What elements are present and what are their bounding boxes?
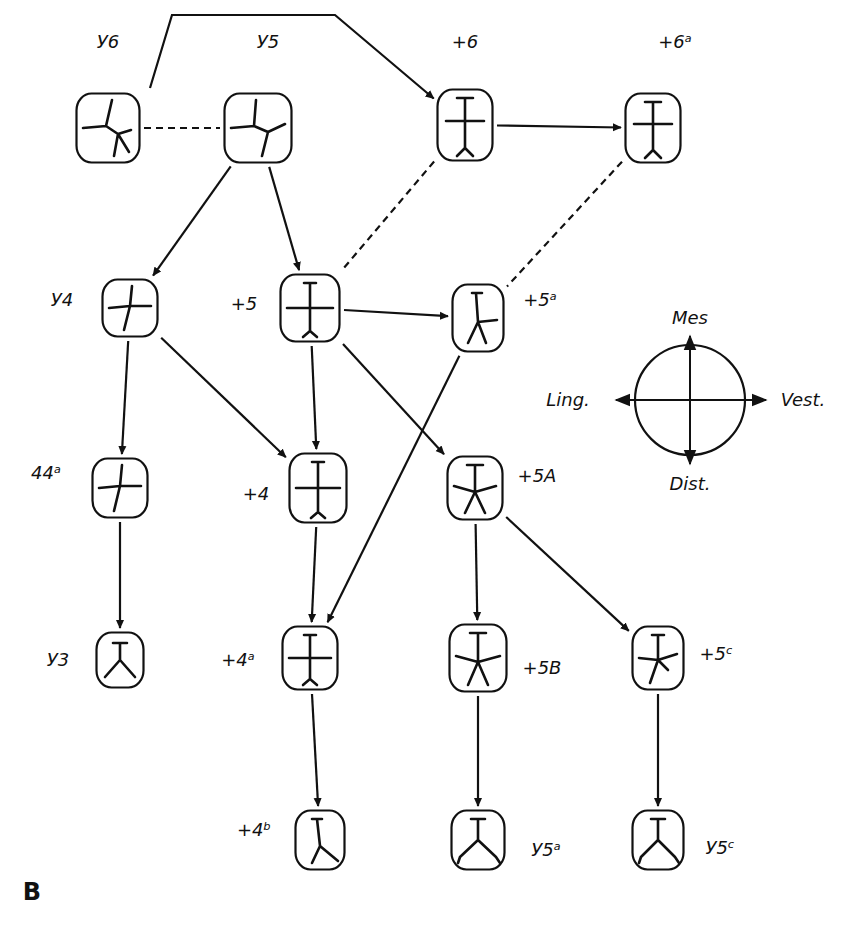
derivation-arrow [312, 527, 317, 622]
crown-outline [448, 623, 508, 693]
crown-outline [446, 455, 504, 521]
crown-outline [451, 283, 505, 353]
derivation-arrow [161, 338, 286, 457]
dashed-link [144, 127, 220, 129]
compass-arrow [689, 336, 691, 400]
tooth-crown: +5ᶜ [631, 625, 685, 691]
direction-label: Ling. [544, 390, 592, 410]
tooth-crown: У5ᵃ [450, 809, 506, 871]
tooth-label: У6 [95, 32, 121, 52]
dashed-link [507, 162, 622, 287]
tooth-label: +6ᵃ [656, 32, 694, 52]
tooth-crown: +5 [279, 273, 341, 343]
tooth-label: +4ᵇ [235, 820, 273, 840]
tooth-crown: У5ᶜ [631, 809, 685, 871]
tooth-crown: 44ᵃ [91, 457, 149, 519]
derivation-arrow [122, 341, 128, 454]
tooth-crown: +6 [436, 88, 494, 162]
tooth-label: У5ᶜ [703, 838, 736, 858]
tooth-crown: У3 [95, 631, 145, 689]
crown-outline [631, 809, 685, 871]
crown-outline [281, 625, 339, 691]
tooth-label: У3 [45, 650, 71, 670]
derivation-arrow [312, 694, 318, 806]
tooth-label: У5 [255, 32, 281, 52]
tooth-crown: +5A [446, 455, 504, 521]
tooth-label: +6 [450, 32, 481, 52]
crown-outline [450, 809, 506, 871]
tooth-label: +5B [521, 658, 564, 678]
derivation-arrow [497, 126, 621, 128]
crown-outline [288, 452, 348, 524]
crown-outline [101, 278, 159, 338]
tooth-crown: +5B [448, 623, 508, 693]
crown-outline [223, 92, 293, 164]
direction-label: Mes [670, 308, 710, 328]
direction-label: Dist. [667, 474, 712, 494]
tooth-crown: +5ᵃ [451, 283, 505, 353]
dashed-link [342, 162, 435, 271]
crown-outline [631, 625, 685, 691]
tooth-crown: +4ᵃ [281, 625, 339, 691]
tooth-crown: У5 [223, 92, 293, 164]
crown-outline [436, 88, 494, 162]
crown-outline [95, 631, 145, 689]
derivation-arrow [153, 166, 231, 275]
tooth-label: +4ᵃ [219, 650, 257, 670]
direction-label: Vest. [779, 390, 828, 410]
derivation-arrow [506, 517, 629, 631]
tooth-label: +4 [241, 484, 272, 504]
tooth-crown: У6 [75, 92, 141, 164]
tooth-label: +5ᶜ [697, 644, 734, 664]
crown-outline [624, 92, 682, 164]
derivation-arrow [150, 15, 434, 99]
tooth-crown: +4 [288, 452, 348, 524]
compass-arrow [689, 400, 691, 464]
derivation-arrow [119, 522, 121, 628]
compass-arrow [690, 399, 766, 401]
derivation-arrow [344, 310, 448, 316]
tooth-crown: У4 [101, 278, 159, 338]
derivation-arrow [312, 346, 317, 449]
derivation-arrow [477, 696, 479, 806]
compass-arrow [616, 399, 690, 401]
derivation-arrow [476, 524, 478, 620]
derivation-arrow [657, 694, 659, 806]
panel-letter: B [21, 882, 43, 902]
tooth-label: У5ᵃ [529, 840, 562, 860]
crown-outline [279, 273, 341, 343]
tooth-crown: +4ᵇ [294, 809, 346, 871]
tooth-label: +5ᵃ [521, 290, 559, 310]
tooth-label: +5A [516, 466, 559, 486]
crown-outline [75, 92, 141, 164]
tooth-label: +5 [229, 294, 260, 314]
crown-outline [294, 809, 346, 871]
crown-outline [91, 457, 149, 519]
derivation-arrow [269, 167, 299, 270]
tooth-label: 44ᵃ [29, 463, 63, 483]
derivation-arrow [343, 344, 444, 454]
tooth-label: У4 [49, 290, 75, 310]
tooth-crown: +6ᵃ [624, 92, 682, 164]
